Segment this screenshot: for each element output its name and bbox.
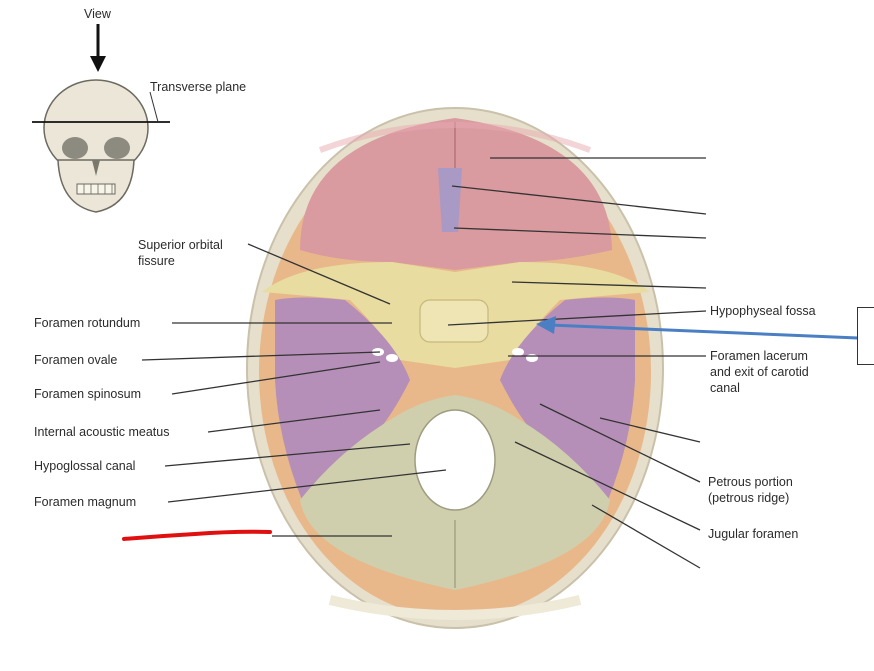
label-internal-acoustic-meatus: Internal acoustic meatus (34, 425, 170, 439)
crista-galli (438, 168, 462, 232)
skull-thumbnail (43, 79, 149, 213)
label-jugular-foramen: Jugular foramen (708, 527, 799, 541)
blue-pointer-arrow (536, 316, 859, 340)
label-hypophyseal-fossa: Hypophyseal fossa (710, 304, 816, 318)
transverse-plane-label: Transverse plane (150, 80, 247, 94)
transverse-plane-leader (149, 91, 159, 123)
label-foramen-rotundum: Foramen rotundum (34, 316, 141, 330)
temporal-right (500, 297, 635, 500)
label-foramen-magnum: Foramen magnum (34, 495, 137, 509)
label-foramen-ovale: Foramen ovale (34, 353, 118, 367)
label-hypoglossal-canal: Hypoglossal canal (34, 459, 136, 473)
red-highlight-mark (122, 529, 272, 541)
foramen-magnum (414, 409, 496, 511)
view-label: View (84, 7, 111, 21)
label-foramen-spinosum: Foramen spinosum (34, 387, 141, 401)
leader-lines (141, 157, 707, 569)
temporal-left (275, 297, 410, 500)
label-superior-orbital-fissure: Superior orbital fissure (138, 238, 223, 268)
label-petrous-portion: Petrous portion (petrous ridge) (708, 475, 793, 505)
label-foramen-lacerum: Foramen lacerum and exit of carotid cana… (710, 349, 809, 395)
cranial-floor (246, 107, 664, 629)
answer-box (857, 307, 874, 365)
view-arrow (90, 24, 106, 72)
sella-turcica (419, 299, 489, 343)
